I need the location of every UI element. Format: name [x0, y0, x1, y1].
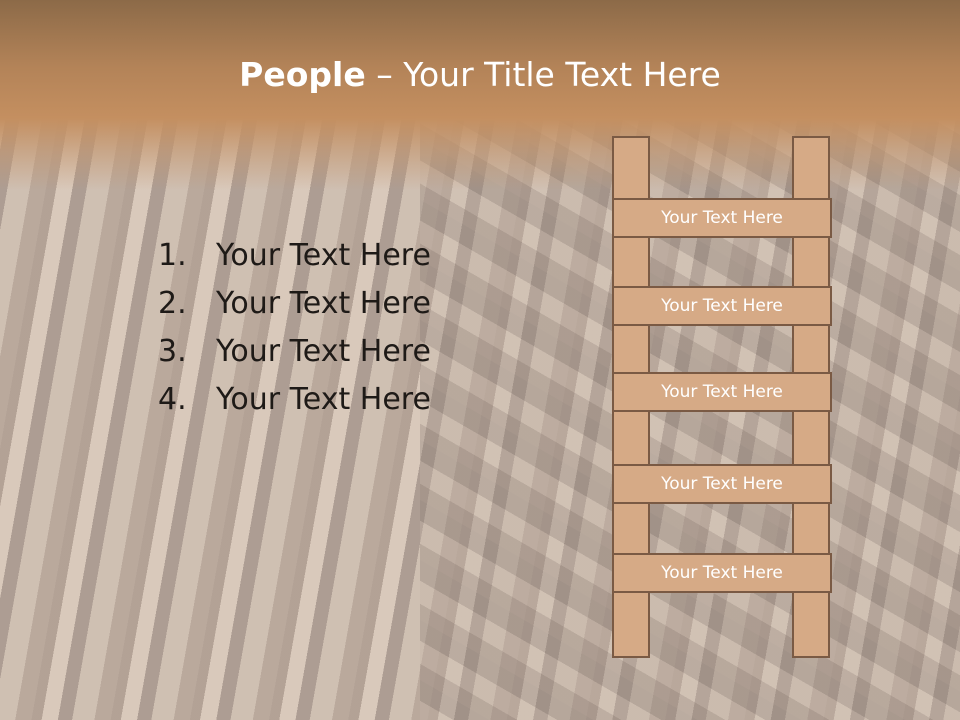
slide-title[interactable]: People – Your Title Text Here: [0, 52, 960, 98]
title-rest-text: – Your Title Text Here: [365, 55, 721, 94]
ladder-rung-4[interactable]: Your Text Here: [612, 464, 832, 504]
list-item-text: Your Text Here: [216, 382, 431, 417]
title-bold-text: People: [239, 55, 366, 94]
list-item: 4. Your Text Here: [158, 376, 431, 424]
ladder-rung-5[interactable]: Your Text Here: [612, 553, 832, 593]
ladder-rung-2[interactable]: Your Text Here: [612, 286, 832, 326]
ladder-rung-3[interactable]: Your Text Here: [612, 372, 832, 412]
list-item-number: 2.: [158, 286, 187, 321]
list-item: 1. Your Text Here: [158, 232, 431, 280]
list-item-number: 1.: [158, 238, 187, 273]
numbered-list[interactable]: 1. Your Text Here 2. Your Text Here 3. Your…: [158, 232, 431, 424]
list-item-text: Your Text Here: [216, 286, 431, 321]
list-item-text: Your Text Here: [216, 238, 431, 273]
list-item-text: Your Text Here: [216, 334, 431, 369]
list-item-number: 3.: [158, 334, 187, 369]
list-item: 2. Your Text Here: [158, 280, 431, 328]
list-item-number: 4.: [158, 382, 187, 417]
list-item: 3. Your Text Here: [158, 328, 431, 376]
ladder-rung-1[interactable]: Your Text Here: [612, 198, 832, 238]
